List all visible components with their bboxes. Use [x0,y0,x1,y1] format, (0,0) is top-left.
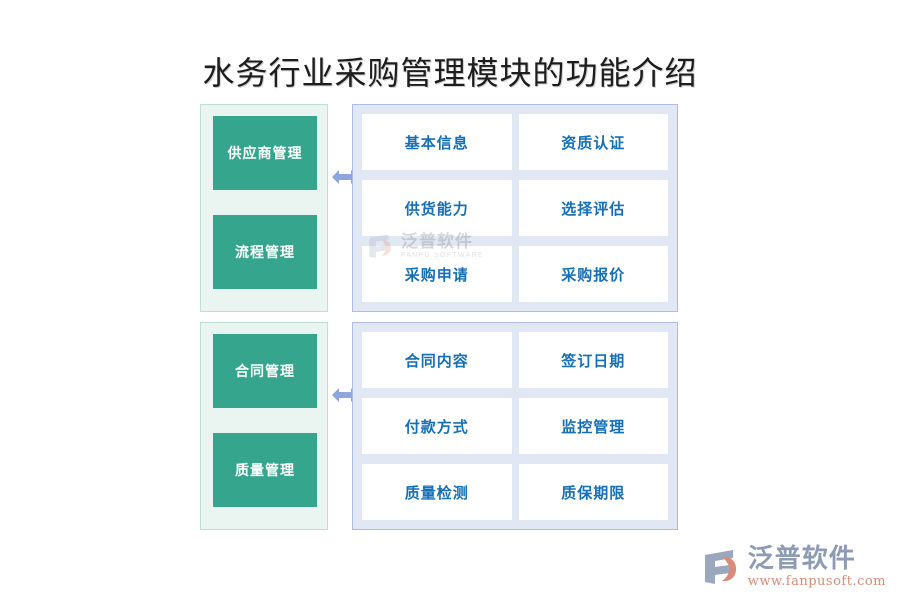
feature-box[interactable]: 合同内容 [362,332,512,388]
brand-logo: 泛普软件 www.fanpusoft.com [702,545,886,588]
double-arrow-horizontal-icon [331,381,359,409]
module-box-process-management[interactable]: 流程管理 [213,215,317,289]
module-panel: 供应商管理 流程管理 [200,104,328,312]
module-box-quality-management[interactable]: 质量管理 [213,433,317,507]
feature-box[interactable]: 采购申请 [362,246,512,302]
feature-box[interactable]: 采购报价 [518,246,668,302]
feature-box[interactable]: 监控管理 [518,398,668,454]
feature-box[interactable]: 供货能力 [362,180,512,236]
feature-box[interactable]: 资质认证 [518,114,668,170]
module-group-row: 供应商管理 流程管理 基本信息 资质认证 供货能力 选择评估 采购申请 采购报价 [200,104,678,312]
brand-logo-text: 泛普软件 www.fanpusoft.com [748,545,886,588]
feature-panel: 基本信息 资质认证 供货能力 选择评估 采购申请 采购报价 [352,104,678,312]
page-title: 水务行业采购管理模块的功能介绍 [202,54,698,92]
feature-box[interactable]: 质量检测 [362,464,512,520]
feature-grid: 基本信息 资质认证 供货能力 选择评估 采购申请 采购报价 [362,114,668,302]
double-arrow-horizontal-icon [331,163,359,191]
feature-box[interactable]: 签订日期 [518,332,668,388]
feature-panel: 合同内容 签订日期 付款方式 监控管理 质量检测 质保期限 [352,322,678,530]
brand-logo-cn: 泛普软件 [747,543,856,573]
module-panel: 合同管理 质量管理 [200,322,328,530]
fanpu-logo-icon [704,549,736,584]
module-box-contract-management[interactable]: 合同管理 [213,334,317,408]
feature-grid: 合同内容 签订日期 付款方式 监控管理 质量检测 质保期限 [362,332,668,520]
feature-box[interactable]: 质保期限 [518,464,668,520]
feature-box[interactable]: 选择评估 [518,180,668,236]
feature-box[interactable]: 基本信息 [362,114,512,170]
feature-box[interactable]: 付款方式 [362,398,512,454]
brand-logo-url: www.fanpusoft.com [747,574,886,589]
module-box-supplier-management[interactable]: 供应商管理 [213,116,317,190]
module-group-row: 合同管理 质量管理 合同内容 签订日期 付款方式 监控管理 质量检测 质保期限 [200,322,678,530]
